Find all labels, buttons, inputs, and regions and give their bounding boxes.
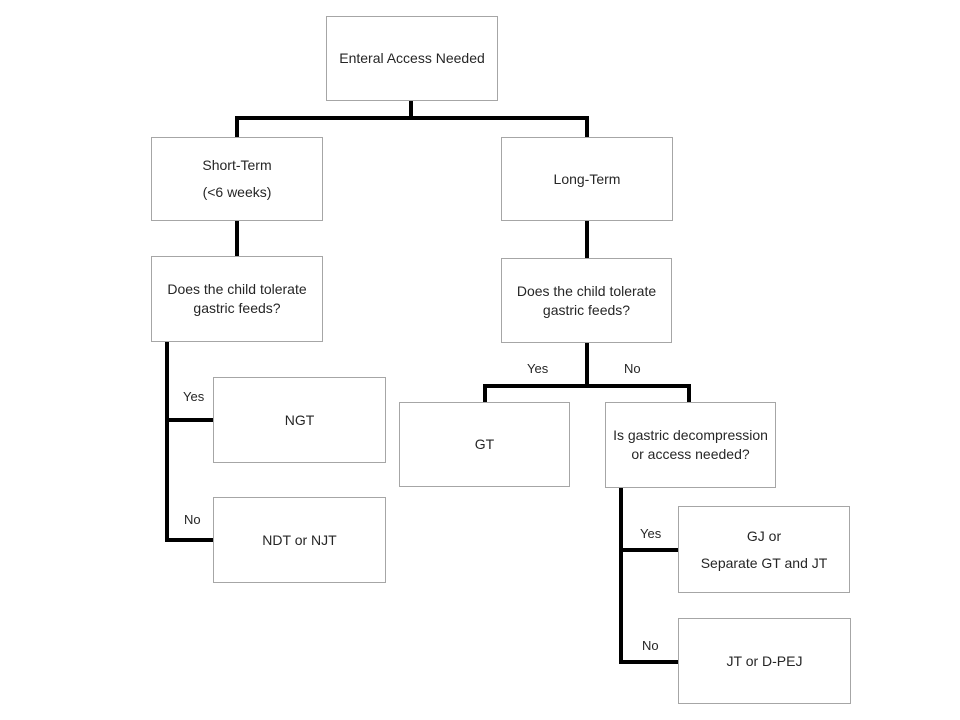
edge-label-long-yes: Yes	[527, 361, 549, 376]
connector-left-yes-branch	[165, 418, 215, 422]
node-gt: GT	[399, 402, 570, 487]
node-ngt: NGT	[213, 377, 386, 463]
node-jt-or-dpej: JT or D-PEJ	[678, 618, 851, 704]
edge-label-decomp-yes: Yes	[640, 526, 662, 541]
node-label-line2: or access needed?	[631, 446, 750, 462]
edge-label-decomp-no: No	[642, 638, 659, 653]
node-label-line1: Is gastric decompression	[613, 427, 768, 443]
edge-label-short-no: No	[184, 512, 201, 527]
node-tolerate-gastric-feeds-long: Does the child tolerate gastric feeds?	[501, 258, 672, 343]
connector-gt-drop	[483, 384, 487, 403]
node-label: Enteral Access Needed	[339, 50, 485, 66]
node-label-line2: (<6 weeks)	[202, 184, 272, 200]
connector-shortterm-drop	[235, 116, 239, 138]
connector-decompression-drop	[687, 384, 691, 403]
node-label-line1: Does the child tolerate	[167, 281, 307, 297]
connector-left-no-branch	[165, 538, 215, 542]
connector-top-horizontal	[235, 116, 589, 120]
node-label-line2: gastric feeds?	[542, 301, 631, 318]
connector-right-horizontal	[483, 384, 691, 388]
connector-gj-yes-branch	[619, 548, 680, 552]
node-label-line1: Does the child tolerate	[516, 282, 657, 299]
connector-shortterm-to-question	[235, 221, 239, 257]
node-label-line1: Short-Term	[202, 157, 272, 173]
connector-longterm-to-question	[585, 221, 589, 259]
node-label: NDT or NJT	[262, 531, 337, 548]
node-enteral-access-needed: Enteral Access Needed	[326, 16, 498, 101]
connector-decompression-stem	[619, 488, 623, 664]
connector-jt-no-branch	[619, 660, 680, 664]
connector-right-question-stem	[585, 343, 589, 388]
node-gastric-decompression: Is gastric decompression or access neede…	[605, 402, 776, 488]
connector-root-stem	[409, 101, 413, 120]
node-ndt-or-njt: NDT or NJT	[213, 497, 386, 583]
node-label: NGT	[284, 411, 315, 428]
node-label-line2: Separate GT and JT	[700, 554, 828, 571]
node-label: JT or D-PEJ	[726, 652, 803, 669]
node-label: Long-Term	[553, 170, 621, 187]
node-long-term: Long-Term	[501, 137, 673, 221]
node-label: GT	[474, 436, 495, 452]
connector-longterm-drop	[585, 116, 589, 138]
edge-label-long-no: No	[624, 361, 641, 376]
edge-label-short-yes: Yes	[183, 389, 205, 404]
node-gj-or-separate: GJ or Separate GT and JT	[678, 506, 850, 593]
node-label-line2: gastric feeds?	[193, 300, 281, 316]
node-label-line1: GJ or	[746, 527, 782, 544]
connector-left-stem	[165, 342, 169, 542]
node-short-term: Short-Term (<6 weeks)	[151, 137, 323, 221]
node-tolerate-gastric-feeds-short: Does the child tolerate gastric feeds?	[151, 256, 323, 342]
